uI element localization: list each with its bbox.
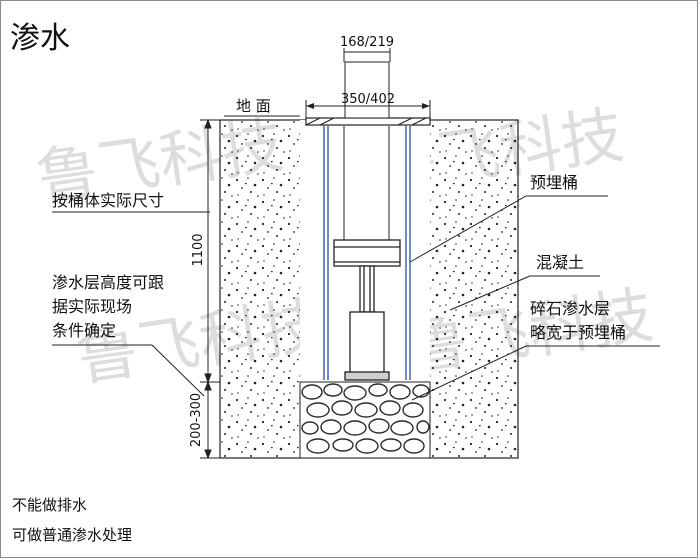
cover-plate [305, 117, 431, 126]
gravel-layer [301, 383, 430, 454]
callout-gravel: 碎石渗水层 略宽于预埋桶 [411, 299, 660, 401]
layer-note-line2: 据实际现场 [52, 297, 132, 316]
bucket-label: 预埋桶 [530, 173, 578, 192]
callout-bucket: 预埋桶 [409, 173, 608, 263]
ground-label: 地 面 [236, 97, 271, 115]
ground-line: 地 面 [224, 97, 300, 117]
layer-note-line1: 渗水层高度可跟 [52, 273, 164, 292]
gravel-label-line2: 略宽于预埋桶 [530, 323, 626, 342]
layer-note-line3: 条件确定 [52, 321, 116, 340]
dim-top-small-label: 168/219 [340, 35, 394, 50]
gravel-label-line1: 碎石渗水层 [530, 299, 610, 318]
note-seepage: 可做普通渗水处理 [12, 526, 132, 544]
dim-top-wide: 350/402 [305, 92, 431, 118]
callout-layer-height: 渗水层高度可跟 据实际现场 条件确定 [52, 273, 205, 397]
callout-actual-size: 按桶体实际尺寸 [52, 191, 210, 213]
actual-size-label: 按桶体实际尺寸 [52, 191, 164, 210]
note-no-drainage: 不能做排水 [12, 496, 87, 514]
dim-height-total: 1100 [191, 233, 206, 266]
dim-vertical [200, 118, 220, 460]
pre-buried-bucket [323, 126, 411, 380]
dim-height-gravel: 200-300 [189, 393, 204, 447]
concrete-label: 混凝土 [536, 253, 584, 272]
dim-top-small: 168/219 [340, 35, 394, 119]
inner-basket [333, 239, 401, 381]
callout-concrete: 混凝土 [449, 253, 600, 311]
dim-top-wide-label: 350/402 [341, 92, 395, 107]
page-title: 渗水 [10, 21, 70, 56]
